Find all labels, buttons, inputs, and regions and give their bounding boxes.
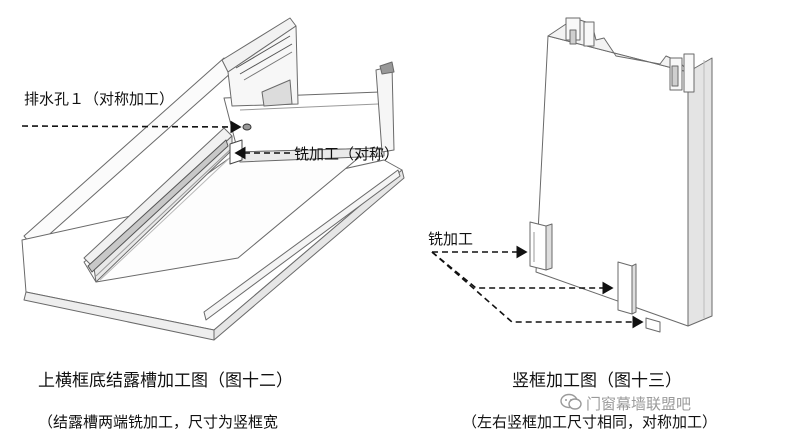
condensation-groove xyxy=(87,139,229,273)
arrow-drain-hole xyxy=(21,120,242,134)
callout-milling: 铣加工 xyxy=(428,230,474,248)
mullion-side xyxy=(687,57,713,327)
note-vertical-frame: （左右竖框加工尺寸相同，对称加工） xyxy=(462,413,718,431)
watermark-text: 门窗幕墙联盟吧 xyxy=(586,395,692,413)
frame-inner-floor xyxy=(83,139,381,283)
callout-drain-hole: 排水孔１（对称加工） xyxy=(24,90,175,108)
drain-hole xyxy=(242,123,252,131)
caption-upper-frame: 上横框底结露槽加工图（图十二） xyxy=(38,371,293,391)
mullion-face xyxy=(535,35,689,327)
mullion-slot-bottom xyxy=(645,317,661,333)
upper-horizontal-frame-drawing xyxy=(21,17,405,341)
arrow-milling-3 xyxy=(431,251,644,329)
vertical-frame-drawing xyxy=(529,17,713,333)
mullion-slot-left xyxy=(529,221,547,271)
wechat-bubble-icon xyxy=(560,393,582,410)
caption-vertical-frame: 竖框加工图（图十三） xyxy=(512,371,682,391)
milled-notch xyxy=(229,139,243,165)
callout-milling-sym: 铣加工（对称） xyxy=(294,145,400,163)
mullion-slot-middle xyxy=(617,261,633,315)
note-upper-frame: （结露槽两端铣加工，尺寸为竖框宽 xyxy=(38,413,279,431)
